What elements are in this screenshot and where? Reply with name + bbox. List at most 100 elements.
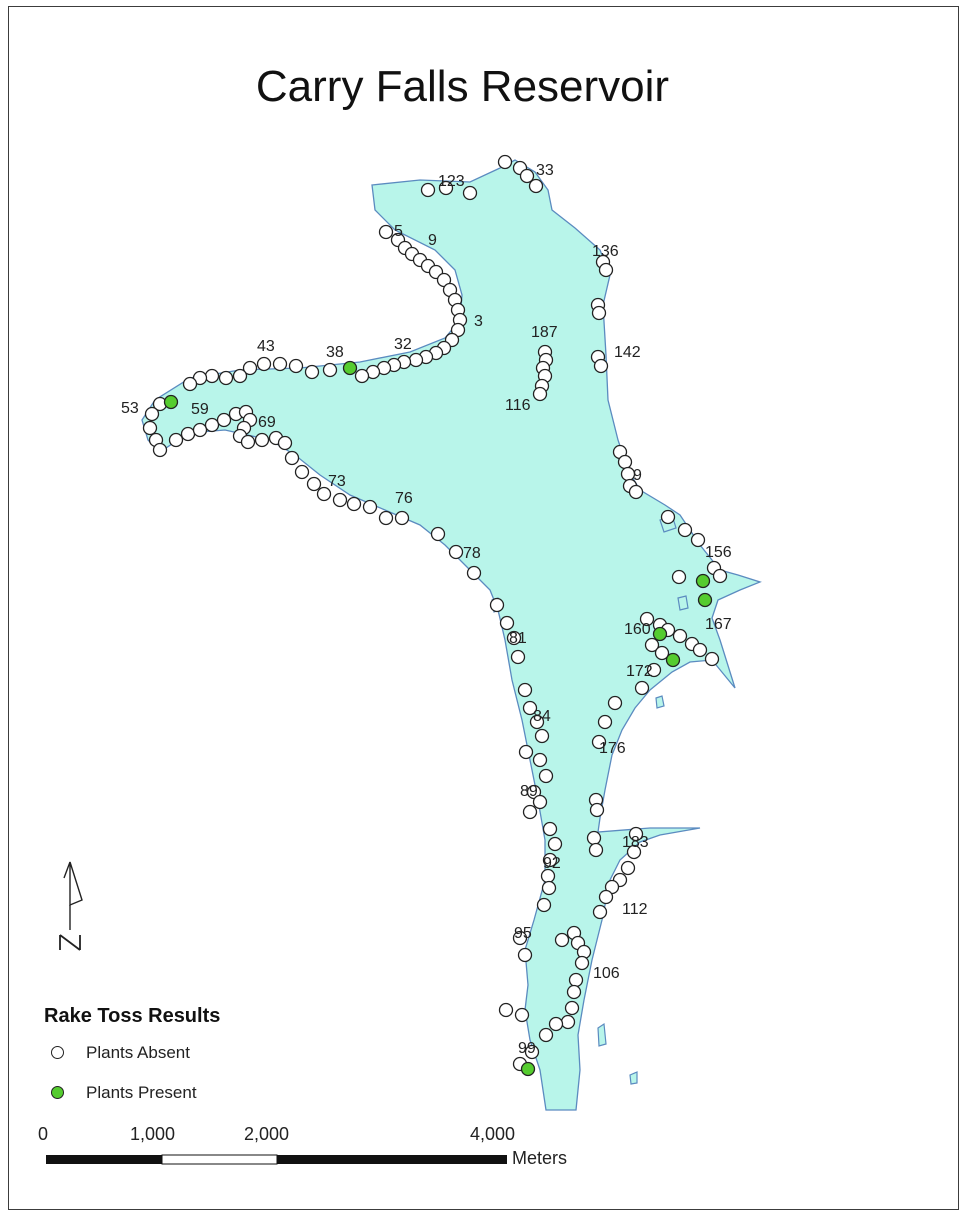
plants-absent-point: [542, 852, 558, 868]
plants-present-point: [520, 1061, 536, 1077]
plants-absent-point: [564, 1000, 580, 1016]
map-title: Carry Falls Reservoir: [255, 62, 670, 111]
plants-absent-point: [547, 836, 563, 852]
plants-absent-point: [628, 826, 644, 842]
plants-absent-point: [144, 406, 160, 422]
plants-absent-point: [304, 364, 320, 380]
plants-absent-point: [408, 352, 424, 368]
green-circle-icon: [51, 1086, 64, 1099]
plants-absent-point: [506, 630, 522, 646]
plants-absent-point: [277, 435, 293, 451]
plants-absent-point: [593, 358, 609, 374]
plants-absent-point: [362, 499, 378, 515]
sample-points: [142, 154, 728, 1077]
plants-present-point: [695, 573, 711, 589]
plants-absent-point: [272, 356, 288, 372]
plants-absent-point: [204, 417, 220, 433]
island: [677, 595, 689, 611]
plants-absent-point: [254, 432, 270, 448]
plants-absent-point: [448, 544, 464, 560]
plants-absent-point: [489, 597, 505, 613]
station-label: 3: [474, 313, 483, 330]
legend-label: Plants Present: [86, 1083, 197, 1102]
plants-absent-point: [204, 368, 220, 384]
station-label: 78: [463, 545, 481, 562]
plants-absent-point: [514, 1007, 530, 1023]
plants-absent-point: [690, 532, 706, 548]
plants-absent-point: [180, 426, 196, 442]
plants-absent-point: [671, 569, 687, 585]
plants-absent-point: [517, 682, 533, 698]
plants-absent-point: [532, 386, 548, 402]
station-label: 92: [543, 855, 561, 872]
plants-absent-point: [497, 154, 513, 170]
plants-absent-point: [462, 185, 478, 201]
plants-absent-point: [591, 734, 607, 750]
plants-present-point: [342, 360, 358, 376]
station-label: 89: [520, 783, 538, 800]
plants-absent-point: [598, 889, 614, 905]
plants-absent-point: [378, 510, 394, 526]
station-label: 38: [326, 344, 344, 361]
plants-absent-point: [519, 168, 535, 184]
plants-absent-point: [306, 476, 322, 492]
plants-absent-point: [316, 486, 332, 502]
plants-absent-point: [512, 930, 528, 946]
station-label: 9: [428, 232, 437, 249]
plants-absent-point: [654, 645, 670, 661]
plants-absent-point: [354, 368, 370, 384]
plants-absent-point: [532, 794, 548, 810]
station-label: 5: [394, 223, 403, 240]
plants-absent-point: [438, 180, 454, 196]
station-label: 59: [191, 401, 209, 418]
plants-absent-point: [378, 224, 394, 240]
plants-absent-point: [536, 897, 552, 913]
plants-absent-point: [242, 360, 258, 376]
plants-absent-point: [660, 509, 676, 525]
station-label: 84: [533, 708, 551, 725]
station-label: 95: [514, 925, 532, 942]
station-label: 106: [593, 965, 620, 982]
station-label: 116: [505, 397, 531, 414]
legend-item-present: Plants Present: [44, 1083, 197, 1103]
plants-absent-point: [532, 752, 548, 768]
plants-absent-point: [597, 714, 613, 730]
plants-absent-point: [534, 728, 550, 744]
plants-absent-point: [216, 412, 232, 428]
station-label: 33: [536, 162, 554, 179]
plants-absent-point: [598, 262, 614, 278]
plants-absent-point: [529, 714, 545, 730]
station-label: 176: [599, 740, 626, 757]
station-label: 123: [438, 173, 465, 190]
station-label: 172: [626, 663, 653, 680]
station-label: 81: [509, 630, 527, 647]
scale-bar: [46, 1154, 507, 1165]
open-circle-icon: [51, 1046, 64, 1059]
plants-absent-point: [542, 821, 558, 837]
plants-absent-point: [524, 1044, 540, 1060]
plants-absent-point: [620, 860, 636, 876]
scale-tick-label: 4,000: [470, 1124, 516, 1144]
plants-absent-point: [182, 376, 198, 392]
legend-label: Plants Absent: [86, 1043, 190, 1062]
plants-absent-point: [288, 358, 304, 374]
plants-absent-point: [518, 744, 534, 760]
plants-present-point: [665, 652, 681, 668]
plants-absent-point: [586, 830, 602, 846]
station-label: 156: [705, 544, 732, 561]
scale-tick-label: 2,000: [244, 1124, 290, 1144]
island: [655, 695, 665, 709]
plants-absent-point: [554, 932, 570, 948]
plants-absent-point: [628, 484, 644, 500]
station-label: 136: [592, 243, 619, 260]
plants-absent-point: [538, 768, 554, 784]
plants-absent-point: [566, 984, 582, 1000]
island: [629, 1071, 638, 1085]
station-label: 76: [395, 490, 413, 507]
station-label: 43: [257, 338, 275, 355]
station-label: 160: [624, 621, 651, 638]
plants-present-point: [163, 394, 179, 410]
plants-absent-point: [142, 420, 158, 436]
plants-absent-point: [192, 422, 208, 438]
